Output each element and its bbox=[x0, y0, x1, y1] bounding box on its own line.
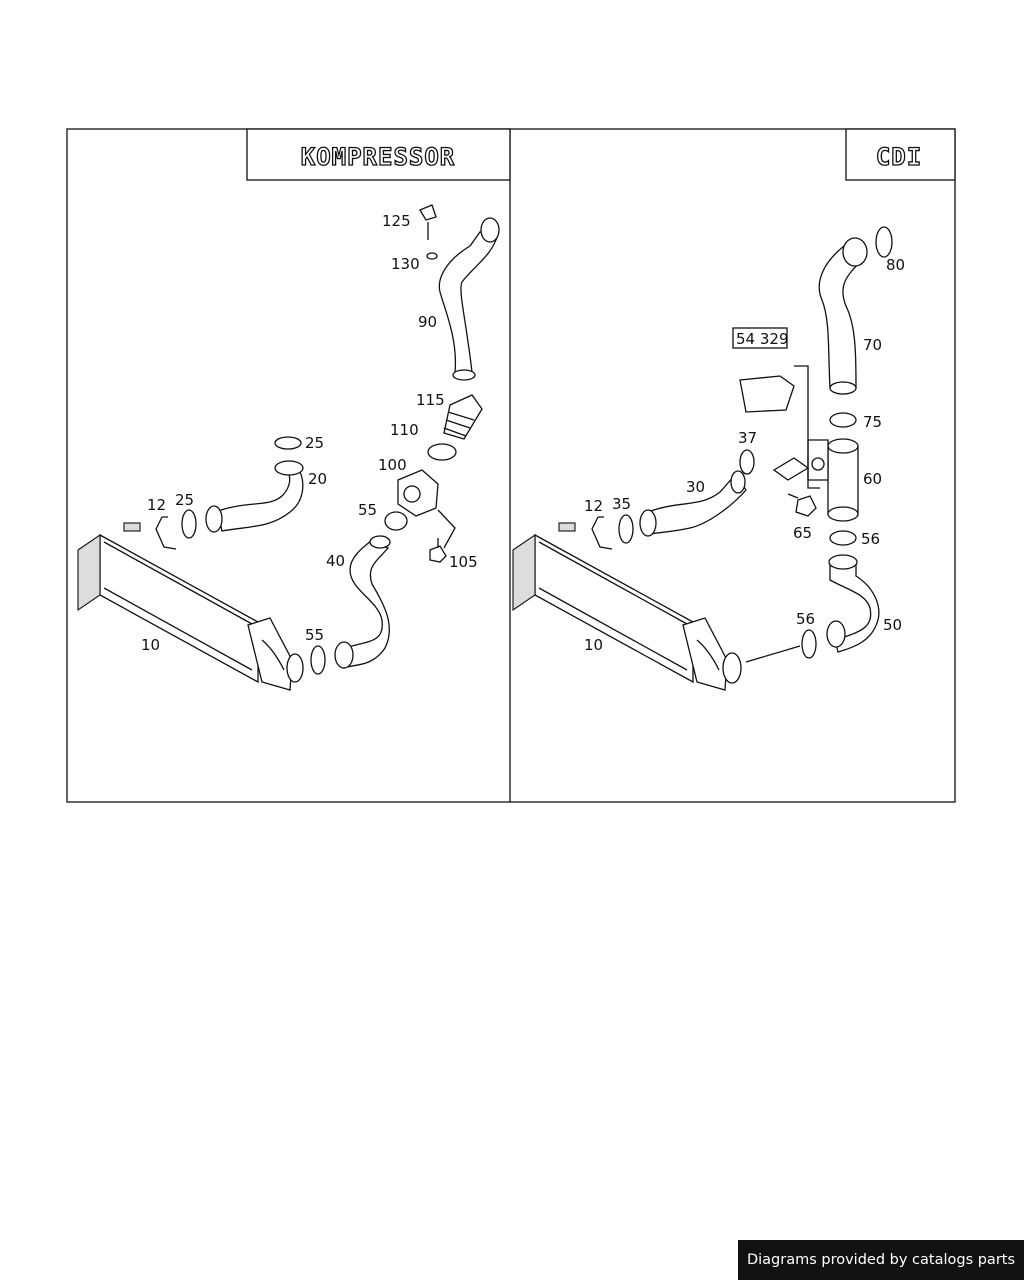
kompressor-labels: 125 130 90 115 110 100 105 55 55 40 25 2… bbox=[141, 212, 478, 654]
cdi-labels: 80 70 54 329 75 37 60 30 12 35 65 56 56 … bbox=[584, 256, 905, 654]
label-25-top: 25 bbox=[305, 434, 324, 452]
clip-12-right bbox=[591, 516, 613, 550]
label-56-upper: 56 bbox=[861, 530, 880, 548]
sensor-54-329 bbox=[739, 375, 795, 413]
housing-60 bbox=[827, 445, 859, 515]
washer-130 bbox=[426, 252, 438, 260]
label-10-left: 10 bbox=[141, 636, 160, 654]
hose-40-end bbox=[334, 641, 354, 669]
seal-ring-56-upper bbox=[829, 530, 857, 546]
hose-20-end bbox=[205, 505, 223, 533]
label-80: 80 bbox=[886, 256, 905, 274]
label-20: 20 bbox=[308, 470, 327, 488]
label-75: 75 bbox=[863, 413, 882, 431]
label-30: 30 bbox=[686, 478, 705, 496]
cdi-parts bbox=[512, 226, 893, 691]
clamp-110 bbox=[427, 443, 457, 461]
cdi-title-box bbox=[845, 128, 956, 181]
bolt-105 bbox=[429, 538, 447, 563]
throttle-100 bbox=[397, 469, 439, 517]
hose-40-top bbox=[369, 535, 391, 549]
label-25-side: 25 bbox=[175, 491, 194, 509]
label-60: 60 bbox=[863, 470, 882, 488]
diagram-frame bbox=[66, 128, 956, 803]
label-115: 115 bbox=[416, 391, 445, 409]
bolt-125 bbox=[419, 204, 437, 240]
kompressor-parts bbox=[77, 204, 500, 691]
label-70: 70 bbox=[863, 336, 882, 354]
seal-ring-55-upper bbox=[384, 511, 408, 531]
label-40: 40 bbox=[326, 552, 345, 570]
label-105: 105 bbox=[449, 553, 478, 571]
label-37: 37 bbox=[738, 429, 757, 447]
label-55-upper: 55 bbox=[358, 501, 377, 519]
label-54-329: 54 329 bbox=[736, 330, 789, 348]
intercooler-right bbox=[512, 522, 728, 691]
bracket bbox=[772, 457, 810, 481]
label-12-right: 12 bbox=[584, 497, 603, 515]
seal-ring-55-lower bbox=[310, 645, 326, 675]
kompressor-title: KOMPRESSOR bbox=[301, 143, 456, 171]
label-110: 110 bbox=[390, 421, 419, 439]
label-90: 90 bbox=[418, 313, 437, 331]
hose-20-top bbox=[274, 460, 304, 476]
seal-ring-25-top bbox=[274, 436, 302, 450]
intercooler-outlet-right bbox=[722, 652, 742, 684]
bolt-65 bbox=[787, 493, 817, 517]
seal-ring-80 bbox=[875, 226, 893, 258]
seal-ring-56-lower bbox=[801, 629, 817, 659]
kompressor-title-box bbox=[246, 128, 511, 181]
pipe-90 bbox=[438, 231, 499, 373]
hose-30 bbox=[647, 472, 747, 535]
label-130: 130 bbox=[391, 255, 420, 273]
pipe-70 bbox=[818, 245, 863, 389]
ref-box-54-329 bbox=[732, 327, 788, 349]
label-12-left: 12 bbox=[147, 496, 166, 514]
label-10-right: 10 bbox=[584, 636, 603, 654]
label-55-lower: 55 bbox=[305, 626, 324, 644]
intercooler-outlet-left bbox=[286, 653, 304, 683]
cdi-title: CDI bbox=[876, 143, 922, 171]
seal-ring-25-side bbox=[181, 509, 197, 539]
footer-credit: Diagrams provided by catalogs parts bbox=[738, 1240, 1024, 1280]
seal-ring-75 bbox=[829, 412, 857, 428]
seal-ring-37 bbox=[739, 449, 755, 475]
label-50: 50 bbox=[883, 616, 902, 634]
label-100: 100 bbox=[378, 456, 407, 474]
label-35: 35 bbox=[612, 495, 631, 513]
hose-20-left bbox=[217, 471, 304, 532]
label-125: 125 bbox=[382, 212, 411, 230]
label-56-lower: 56 bbox=[796, 610, 815, 628]
seal-ring-35 bbox=[618, 514, 634, 544]
intercooler-left bbox=[77, 522, 293, 691]
clip-12-left bbox=[155, 516, 177, 550]
label-65: 65 bbox=[793, 524, 812, 542]
